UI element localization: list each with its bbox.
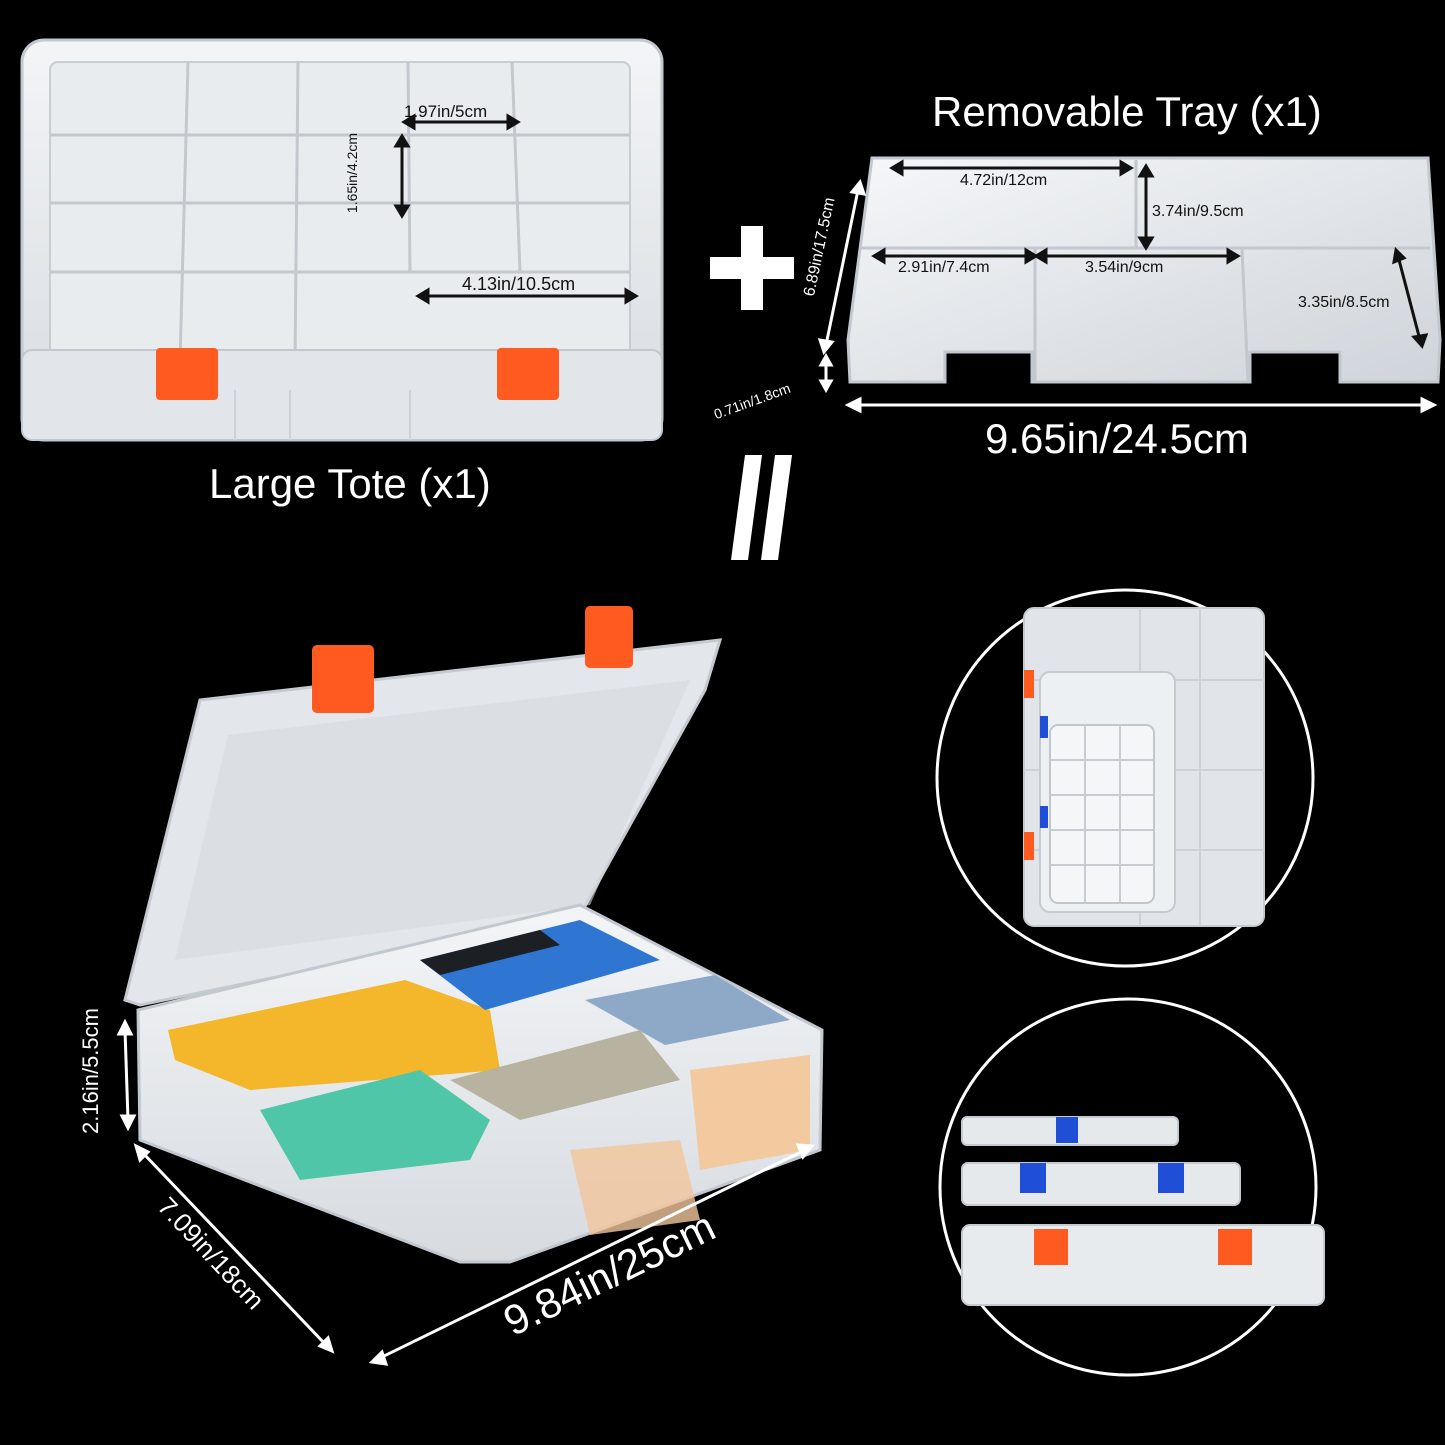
equals-symbol — [731, 455, 792, 560]
plus-symbol — [710, 226, 794, 310]
tray-top-left-width-label: 4.72in/12cm — [960, 172, 1048, 189]
tray-width-label: 9.65in/24.5cm — [985, 415, 1249, 462]
tray-top-right-height-label: 3.74in/9.5cm — [1152, 203, 1244, 220]
tray-bottom-right-height-label: 3.35in/8.5cm — [1298, 294, 1390, 311]
removable-tray-caption: Removable Tray (x1) — [932, 88, 1322, 135]
tray-bottom-left-width-label: 2.91in/7.4cm — [898, 259, 990, 276]
box-height-label: 2.16in/5.5cm — [77, 1008, 103, 1134]
tote-compartment-height-label: 1.65in/4.2cm — [344, 132, 361, 214]
tote-compartment-width-label: 1.97in/5cm — [404, 102, 488, 121]
removable-tray-image — [817, 156, 1442, 414]
nested-organizers-circle — [935, 588, 1315, 968]
large-tote-image — [20, 38, 664, 442]
large-tote-caption: Large Tote (x1) — [209, 460, 491, 507]
tray-bottom-middle-width-label: 3.54in/9cm — [1085, 259, 1164, 276]
stacked-sizes-circle — [938, 997, 1325, 1377]
tote-long-compartment-label: 4.13in/10.5cm — [462, 274, 576, 294]
open-box-image — [116, 606, 824, 1366]
